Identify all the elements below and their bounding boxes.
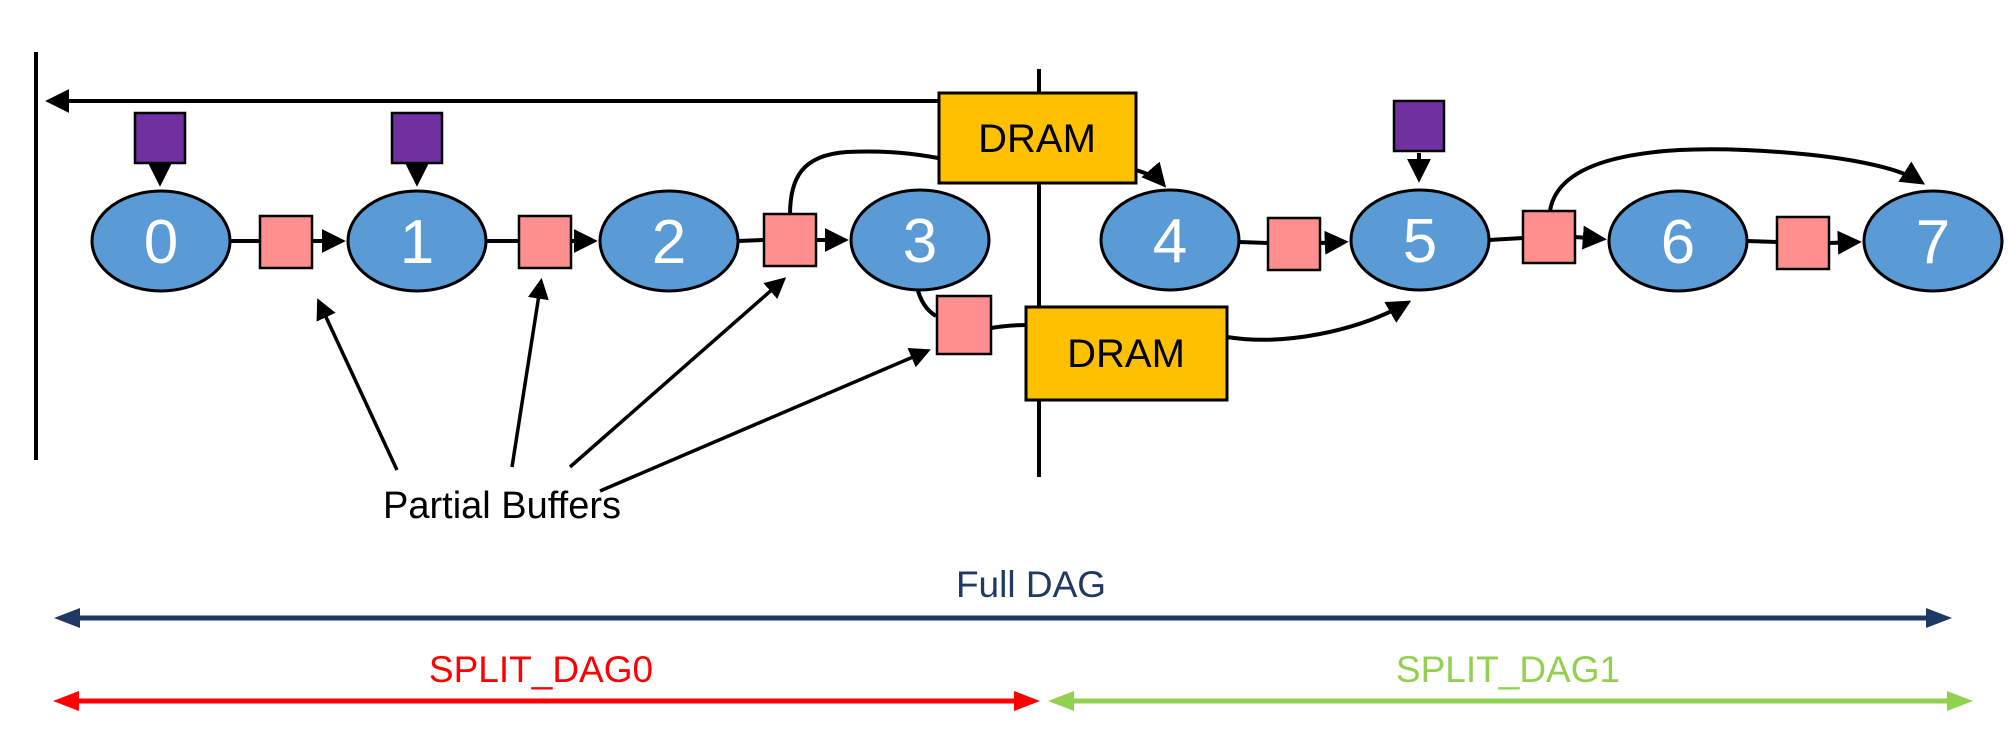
input-square-node1: [390, 111, 444, 165]
node-4-label: 4: [1153, 207, 1187, 276]
input-square-node0: [133, 111, 187, 165]
node-6-ellipse: [1607, 189, 1749, 293]
dag-node-1: 1: [346, 189, 488, 293]
dag-node-6: 6: [1607, 189, 1749, 293]
partial-buffer-0-1: [258, 214, 314, 270]
partial-buffer-node3-dram: [935, 294, 993, 356]
node-5-label: 5: [1403, 207, 1437, 276]
split-dag0-arrowhead-left: [53, 691, 79, 711]
dram-box-bottom-label: DRAM: [1067, 332, 1185, 376]
dram-box-top-label: DRAM: [978, 117, 1096, 161]
edge-spill-buffer-to-dram-bottom: [990, 323, 1027, 330]
partial-buffer-2-3: [762, 212, 818, 268]
node-1-label: 1: [400, 208, 434, 277]
input-square-node5: [1392, 99, 1446, 153]
node-3-label: 3: [903, 207, 937, 276]
edge-node4-to-buffer: [1238, 240, 1269, 245]
edge-buffer-to-node6: [1574, 225, 1607, 250]
node-0-label: 0: [144, 208, 178, 277]
split-dag1-arrowhead-left: [1048, 691, 1074, 711]
dag-node-7: 7: [1862, 189, 2004, 293]
edge-buffer3-to-dram-top: [788, 149, 939, 216]
callout-arrow-buffer-1-2: [510, 277, 549, 468]
dram-box-bottom-rect: [1024, 305, 1229, 402]
edge-dram-top-to-node4: [1135, 161, 1167, 188]
dag-node-5: 5: [1349, 188, 1491, 292]
edge-buffer-to-node7: [1828, 230, 1862, 255]
dag-node-2: 2: [598, 189, 740, 293]
edge-node6-to-buffer: [1746, 239, 1778, 244]
full-dag-arrowhead-left: [54, 608, 80, 628]
dag-node-4: 4: [1099, 188, 1241, 292]
callout-arrow-buffer-node3-dram: [599, 347, 931, 493]
edge-node2-to-buffer: [737, 238, 765, 243]
node-3-ellipse: [849, 188, 991, 292]
node-7-label: 7: [1916, 208, 1950, 277]
partial-buffer-5-6: [1521, 209, 1577, 265]
dag-node-0: 0: [90, 189, 232, 293]
callout-arrow-buffer-0-1: [316, 298, 399, 471]
edge-buffer5-to-node7-arc: [1548, 147, 1926, 212]
node-6-label: 6: [1661, 208, 1695, 277]
partial-buffer-1-2: [517, 214, 573, 270]
partial-buffer-6-7: [1775, 215, 1831, 271]
node-7-ellipse: [1862, 189, 2004, 293]
partial-buffer-4-5: [1266, 216, 1322, 272]
split-dag1-arrowhead-right: [1947, 691, 1973, 711]
callout-arrow-buffer-2-3: [568, 277, 787, 469]
dag-node-3: 3: [849, 188, 991, 292]
edge-dram-bottom-to-node5: [1226, 300, 1412, 342]
dram-box-bottom: DRAM: [1024, 305, 1229, 402]
node-5-ellipse: [1349, 188, 1491, 292]
split-dag0-label: SPLIT_DAG0: [429, 649, 653, 690]
dram-box-top-rect: [937, 91, 1138, 185]
dram-box-top: DRAM: [937, 91, 1138, 185]
partial-buffers-label: Partial Buffers: [383, 485, 621, 527]
split-dag0-arrowhead-right: [1014, 691, 1040, 711]
node-0-ellipse: [90, 189, 232, 293]
full-dag-label: Full DAG: [956, 564, 1106, 605]
node-2-label: 2: [652, 208, 686, 277]
full-dag-arrowhead-right: [1926, 608, 1952, 628]
edge-buffer-to-node5: [1319, 230, 1349, 255]
node-4-ellipse: [1099, 188, 1241, 292]
node-2-ellipse: [598, 189, 740, 293]
edge-node5-to-buffer: [1488, 236, 1524, 242]
split-dag1-label: SPLIT_DAG1: [1396, 649, 1620, 690]
node-1-ellipse: [346, 189, 488, 293]
